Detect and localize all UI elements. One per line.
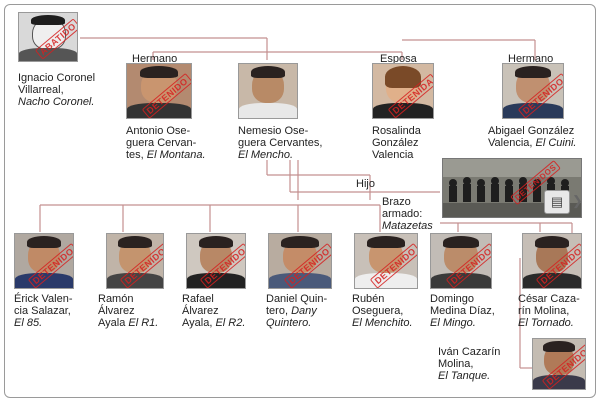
photo-cesar: DETENIDO bbox=[522, 233, 582, 289]
photo-ignacio: ABATIDO bbox=[18, 12, 78, 62]
relation-label-hijo: Hijo bbox=[356, 178, 375, 190]
photo-rosalinda: DETENIDA bbox=[372, 63, 434, 119]
label-daniel: Daniel Quin- tero, Dany Quintero. bbox=[266, 293, 328, 329]
photo-erick: DETENIDO bbox=[14, 233, 74, 289]
photo-domingo: DETENIDO bbox=[430, 233, 492, 289]
label-erick: Érick Valen- cia Salazar, El 85. bbox=[14, 293, 73, 329]
label-ramon: Ramón Álvarez Ayala El R1. bbox=[98, 293, 159, 329]
label-ruben: Rubén Oseguera, El Menchito. bbox=[352, 293, 413, 329]
relation-label-esposa: Esposa bbox=[380, 53, 417, 65]
photo-ramon: DETENIDO bbox=[106, 233, 164, 289]
label-brazo-armado: Brazo armado: Matazetas bbox=[382, 196, 433, 232]
label-ivan: Iván Cazarín Molina, El Tanque. bbox=[438, 346, 501, 382]
relation-label-hermano: Hermano bbox=[132, 53, 178, 65]
label-rosalinda: Rosalinda González Valencia bbox=[372, 125, 421, 161]
label-abigael: Abigael González Valencia, El Cuini. bbox=[488, 125, 577, 149]
photo-rafael: DETENIDO bbox=[186, 233, 246, 289]
relation-label-hermano: Hermano bbox=[508, 53, 554, 65]
label-domingo: Domingo Medina Díaz, El Mingo. bbox=[430, 293, 495, 329]
photo-abigael: DETENIDO bbox=[502, 63, 564, 119]
label-cesar: César Caza- rín Molina, El Tornado. bbox=[518, 293, 580, 329]
image-stack-icon[interactable]: ▤ bbox=[544, 190, 570, 214]
photo-antonio: DETENIDO bbox=[126, 63, 192, 119]
chevron-right-icon[interactable]: ❯ bbox=[572, 193, 583, 208]
label-rafael: Rafael Álvarez Ayala, El R2. bbox=[182, 293, 246, 329]
photo-daniel: DETENIDO bbox=[268, 233, 332, 289]
photo-nemesio bbox=[238, 63, 298, 119]
chart-frame bbox=[4, 4, 596, 398]
photo-ivan: DETENIDO bbox=[532, 338, 586, 390]
label-nemesio: Nemesio Ose- guera Cervantes, El Mencho. bbox=[238, 125, 323, 161]
label-ignacio: Ignacio Coronel Villarreal, Nacho Corone… bbox=[18, 72, 96, 108]
photo-ruben: DETENIDO bbox=[354, 233, 418, 289]
label-antonio: Antonio Ose- guera Cervan- tes, El Monta… bbox=[126, 125, 206, 161]
